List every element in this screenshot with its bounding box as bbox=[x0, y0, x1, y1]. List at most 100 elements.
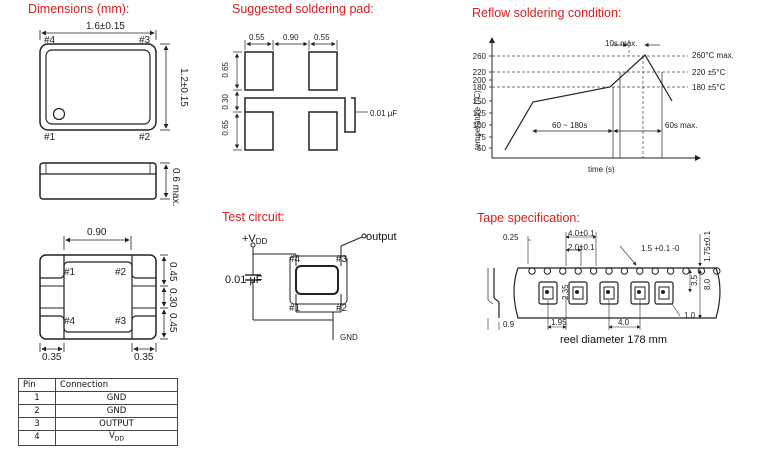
tape-pocket-part bbox=[572, 286, 584, 300]
bottom-left-width-label: 0.35 bbox=[42, 352, 62, 363]
test-pin4-label: #4 bbox=[289, 254, 301, 265]
reflow-ytick-label: 260 bbox=[473, 52, 487, 61]
dim-width-label: 1.6±0.15 bbox=[86, 21, 125, 32]
reflow-preheat-label: 60 ~ 180s bbox=[552, 121, 587, 130]
reflow-10s-label: 10s max. bbox=[605, 39, 637, 48]
tape-sprocket-hole bbox=[605, 267, 613, 275]
reflow-ytick-label: 50 bbox=[477, 144, 486, 153]
tape-pocket-pin1-dot bbox=[661, 290, 665, 294]
top-pin4-label: #4 bbox=[44, 35, 56, 46]
tape-hole-label: 1.5 +0.1 -0 bbox=[641, 244, 680, 253]
reflow-ylabel: temperature (°C) bbox=[473, 90, 482, 150]
tape-sprocket-hole bbox=[697, 267, 706, 275]
reflow-ytick-label: 75 bbox=[477, 133, 486, 142]
pin-connection-table: Pin Connection 1 GND 2 GND 3 OUTPUT 4 VD… bbox=[18, 378, 178, 446]
pin-connection-main: V bbox=[108, 431, 115, 441]
tape-09-label: 0.9 bbox=[503, 320, 515, 329]
tape-pocket bbox=[568, 281, 588, 305]
pad-heading: Suggested soldering pad: bbox=[232, 2, 374, 16]
tape-195-label: 1.95 bbox=[551, 318, 567, 327]
solder-pad-layout bbox=[233, 40, 368, 151]
table-row: 3 OUTPUT bbox=[18, 417, 178, 431]
reflow-ytick-label: 220 bbox=[473, 68, 487, 77]
bottom-right-width-label: 0.35 bbox=[134, 352, 154, 363]
tape-20-label: 2.0±0.1 bbox=[568, 243, 595, 252]
reflow-peak-label: 260°C max. bbox=[692, 51, 734, 60]
test-cap-label: 0.01 μF bbox=[225, 274, 263, 286]
pin-number: 3 bbox=[18, 417, 56, 431]
pad-cap-label: 0.01 μF bbox=[370, 109, 397, 118]
connection-header: Connection bbox=[55, 378, 178, 392]
tape-pocket-part bbox=[634, 286, 646, 300]
tape-reel-label: reel diameter 178 mm bbox=[560, 334, 667, 346]
tape-pocket-pin1-dot bbox=[545, 290, 549, 294]
tape-heading: Tape specification: bbox=[477, 211, 580, 225]
reflow-180-label: 180 ±5°C bbox=[692, 83, 726, 92]
package-side-view bbox=[39, 162, 170, 200]
tape-pocket bbox=[654, 281, 674, 305]
pad-w1-label: 0.55 bbox=[249, 33, 265, 42]
tape-10-label: 1.0 bbox=[684, 311, 696, 320]
reflow-ytick-label: 150 bbox=[473, 97, 487, 106]
table-row: 1 GND bbox=[18, 391, 178, 405]
table-header-row: Pin Connection bbox=[18, 378, 178, 392]
carrier-tape bbox=[487, 232, 721, 330]
tape-175-label: 1.75±0.1 bbox=[703, 230, 712, 262]
tape-sprocket-hole bbox=[620, 267, 629, 275]
dim-height-label: 1.2±0.15 bbox=[178, 68, 189, 107]
test-output-label: output bbox=[366, 231, 397, 243]
top-pin3-label: #3 bbox=[139, 35, 151, 46]
reflow-heading: Reflow soldering condition: bbox=[472, 6, 621, 20]
reflow-ytick-label: 200 bbox=[473, 76, 487, 85]
reflow-220-label: 220 ±5°C bbox=[692, 68, 726, 77]
tape-025-label: 0.25 bbox=[503, 233, 519, 242]
bottom-right-2-label: 0.30 bbox=[167, 288, 178, 308]
bottom-pin1-label: #1 bbox=[64, 267, 76, 278]
pad-w3-label: 0.55 bbox=[314, 33, 330, 42]
bottom-pin4-label: #4 bbox=[64, 316, 76, 327]
pin-connection-sub: DD bbox=[114, 435, 125, 443]
tape-40b-label: 4.0 bbox=[618, 318, 630, 327]
tape-sprocket-hole bbox=[682, 267, 690, 275]
pin-connection: VDD bbox=[55, 430, 178, 446]
pad-h1-label: 0.65 bbox=[221, 61, 230, 77]
pad-w2-label: 0.90 bbox=[283, 33, 299, 42]
top-pin2-label: #2 bbox=[139, 132, 151, 143]
test-circuit bbox=[245, 233, 367, 340]
tape-80-label: 8.0 bbox=[703, 278, 712, 290]
tape-sprocket-hole bbox=[713, 267, 721, 275]
test-pin3-label: #3 bbox=[336, 254, 348, 265]
package-bottom-view bbox=[39, 236, 168, 352]
pad-h3-label: 0.65 bbox=[221, 119, 230, 135]
test-circuit-heading: Test circuit: bbox=[222, 210, 285, 224]
tape-pocket-pin1-dot bbox=[575, 290, 579, 294]
reflow-ytick-label: 125 bbox=[473, 109, 487, 118]
tape-sprocket-hole bbox=[574, 267, 582, 275]
bottom-width-label: 0.90 bbox=[87, 227, 107, 238]
table-row: 2 GND bbox=[18, 404, 178, 418]
pad-h2-label: 0.30 bbox=[221, 93, 230, 109]
tape-sprocket-hole bbox=[528, 267, 536, 275]
test-vdd-label: +VDD bbox=[242, 233, 268, 246]
pin-header: Pin bbox=[18, 378, 56, 392]
bottom-right-3-label: 0.45 bbox=[167, 313, 178, 333]
tape-pocket-part bbox=[658, 286, 670, 300]
tape-pocket-pin1-dot bbox=[606, 290, 610, 294]
reflow-ytick-label: 180 bbox=[473, 83, 487, 92]
tape-pocket-pin1-dot bbox=[637, 290, 641, 294]
tape-sprocket-hole bbox=[559, 267, 567, 275]
tape-sprocket-hole bbox=[636, 267, 644, 275]
tape-40a-label: 4.0±0.1 bbox=[568, 229, 595, 238]
package-top-view bbox=[39, 30, 170, 131]
pin-number: 2 bbox=[18, 404, 56, 418]
tape-sprocket-hole bbox=[543, 267, 552, 275]
pin-connection: OUTPUT bbox=[55, 417, 178, 431]
tape-pocket-part bbox=[603, 286, 615, 300]
tape-235-label: 2.35 bbox=[561, 284, 570, 300]
dim-thickness-label: 0.6 max. bbox=[170, 168, 181, 206]
tape-sprocket-hole bbox=[666, 267, 675, 275]
tape-sprocket-hole bbox=[651, 267, 659, 275]
tape-sprocket-hole bbox=[589, 267, 598, 275]
